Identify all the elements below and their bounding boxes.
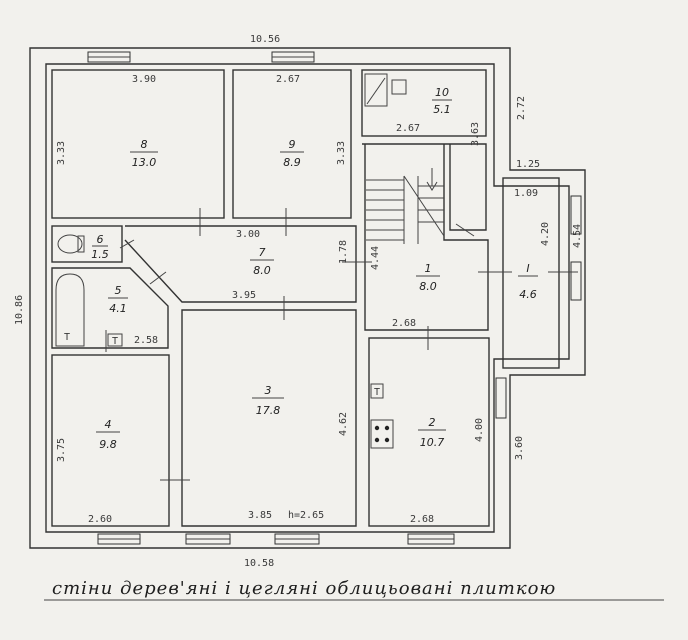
svg-text:10: 10 xyxy=(435,86,449,99)
dim-r10-side: 3.63 xyxy=(470,122,481,146)
sink-mark: T xyxy=(112,336,118,347)
overall-left-height: 10.86 xyxy=(14,295,25,325)
svg-text:5.1: 5.1 xyxy=(433,103,451,116)
svg-text:I: I xyxy=(526,262,529,275)
dim-corr-a: 3.00 xyxy=(236,229,260,240)
dim-porch-h1: 4.20 xyxy=(540,222,551,246)
svg-text:8: 8 xyxy=(141,138,148,151)
stove-icon xyxy=(370,419,394,449)
stove-mark: T xyxy=(374,387,380,398)
overall-top-width: 10.56 xyxy=(250,34,280,45)
dim-r2-bottom: 2.68 xyxy=(410,514,434,525)
room-10-label: 10 5.1 xyxy=(432,86,452,116)
svg-text:4: 4 xyxy=(105,418,112,431)
boiler-icon xyxy=(364,73,388,107)
room-5-label: 5 4.1 xyxy=(108,284,128,315)
dim-corr-b: 1.78 xyxy=(338,240,349,264)
dim-r3-height: h=2.65 xyxy=(288,510,324,521)
room-6-label: 6 1.5 xyxy=(91,233,109,261)
room-I-label: I 4.6 xyxy=(518,262,538,301)
dim-r9-top: 2.67 xyxy=(276,74,300,85)
dim-corr-bottom: 3.95 xyxy=(232,290,256,301)
wall-material-note: стіни дерев'яні і цегляні облицьовані пл… xyxy=(52,578,556,599)
svg-text:9: 9 xyxy=(289,138,296,151)
room-2-label: 2 10.7 xyxy=(418,416,446,449)
sink-icon xyxy=(107,333,123,347)
dim-r3-side: 4.62 xyxy=(338,412,349,436)
room-1-label: 1 8.0 xyxy=(416,262,440,293)
windows xyxy=(87,51,582,545)
svg-text:13.0: 13.0 xyxy=(132,156,157,169)
svg-text:9.8: 9.8 xyxy=(99,438,117,451)
dim-corr-c: 4.44 xyxy=(370,246,381,270)
room-7-label: 7 8.0 xyxy=(250,246,274,277)
fixtures: T T T xyxy=(55,73,407,449)
svg-text:4.6: 4.6 xyxy=(519,288,537,301)
room-walls xyxy=(51,69,560,527)
doors xyxy=(105,208,578,481)
dim-r4-side: 3.75 xyxy=(56,438,67,462)
dim-r4-bottom: 2.60 xyxy=(88,514,112,525)
svg-text:8.0: 8.0 xyxy=(253,264,271,277)
room-8-label: 8 13.0 xyxy=(130,138,158,169)
overall-right-upper: 2.72 xyxy=(516,96,527,120)
room-3-label: 3 17.8 xyxy=(252,384,284,417)
dim-r9-side: 3.33 xyxy=(336,141,347,165)
svg-text:10.7: 10.7 xyxy=(420,436,445,449)
svg-text:6: 6 xyxy=(97,233,104,246)
svg-text:7: 7 xyxy=(259,246,266,259)
dim-r1-bottom: 2.68 xyxy=(392,318,416,329)
dim-porch-top: 1.25 xyxy=(516,159,540,170)
dim-porch-inner: 1.09 xyxy=(514,188,538,199)
svg-text:17.8: 17.8 xyxy=(256,404,281,417)
svg-text:1: 1 xyxy=(425,262,432,275)
svg-text:3: 3 xyxy=(265,384,272,397)
room-9-label: 9 8.9 xyxy=(280,138,304,169)
svg-text:8.9: 8.9 xyxy=(283,156,301,169)
room-4-label: 4 9.8 xyxy=(96,418,120,451)
dim-r8-top: 3.90 xyxy=(132,74,156,85)
outer-walls xyxy=(29,47,586,549)
svg-text:4.1: 4.1 xyxy=(109,302,127,315)
dim-r8-side: 3.33 xyxy=(56,141,67,165)
bathtub-icon xyxy=(55,273,85,347)
toilet-icon xyxy=(57,234,83,254)
svg-text:2: 2 xyxy=(429,416,436,429)
dim-porch-h2: 4.54 xyxy=(572,224,583,248)
dim-r2-side: 4.00 xyxy=(474,418,485,442)
overall-right-lower: 3.60 xyxy=(514,436,525,460)
staircase xyxy=(366,168,445,244)
svg-text:1.5: 1.5 xyxy=(91,248,109,261)
svg-text:8.0: 8.0 xyxy=(419,280,437,293)
dim-r10-bottom: 2.67 xyxy=(396,123,420,134)
dim-r3-bottom: 3.85 xyxy=(248,510,272,521)
svg-text:5: 5 xyxy=(115,284,122,297)
bath-mark: T xyxy=(64,332,70,343)
dim-bath-bottom: 2.58 xyxy=(134,335,158,346)
overall-bottom-width: 10.58 xyxy=(244,558,274,569)
